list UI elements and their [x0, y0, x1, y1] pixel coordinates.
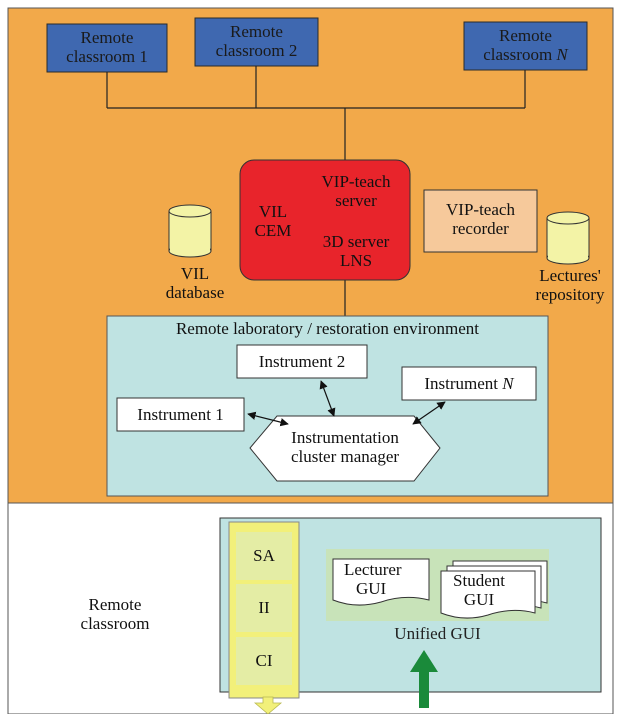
student-gui-line2: GUI	[463, 590, 495, 610]
server-bottom-line1: 3D server	[322, 232, 390, 251]
sidebar-item-ci: CI	[255, 651, 273, 670]
server-left-line2: CEM	[254, 221, 292, 241]
remote-classroom-n-line2-italic-n: N	[556, 45, 568, 65]
instrument-n-box	[401, 366, 537, 401]
vil-database-line2: database	[165, 283, 225, 303]
recorder-box	[423, 189, 538, 253]
server-top-label: VIP-teach server	[300, 172, 412, 210]
remote-classroom-2-line1: Remote	[230, 22, 283, 41]
yellow-down-arrow	[253, 696, 283, 714]
green-up-arrow-head	[410, 650, 438, 672]
recorder-label: VIP-teach recorder	[424, 200, 537, 238]
recorder-line2: recorder	[452, 219, 509, 239]
vil-database-line1: VIL	[180, 264, 210, 283]
lecturer-gui-doc	[332, 558, 430, 606]
student-gui-docs	[440, 560, 548, 619]
recorder-line1: VIP-teach	[446, 200, 515, 219]
instrument-n-label-italic-n: N	[502, 374, 514, 393]
top-connectors	[106, 66, 526, 316]
sidebar-item-ii: II	[258, 598, 270, 617]
remote-classroom-n-label: Remote classroom N	[464, 26, 587, 64]
repository-line2: repository	[535, 285, 605, 305]
sidebar-item-ii-box	[236, 584, 292, 632]
sidebar-item-sa: SA	[253, 546, 275, 565]
lecturer-gui-label: Lecturer GUI	[344, 560, 428, 598]
instrument-2-label: Instrument 2	[258, 352, 346, 371]
vil-database-label: VIL database	[155, 264, 235, 302]
instrument-2-box	[236, 344, 368, 379]
remote-classroom-2-box	[194, 17, 319, 67]
sidebar-item-ci-box	[236, 637, 292, 685]
vil-database-icon	[168, 204, 212, 258]
remote-classroom-2-line2: classroom 2	[215, 41, 298, 61]
sidebar-item-sa-box	[236, 532, 292, 580]
lecturer-gui-line2: GUI	[356, 579, 387, 599]
instrument-arrows	[247, 380, 446, 427]
instrument-1-box	[116, 397, 245, 432]
remote-classroom-section-label: Remote classroom	[60, 595, 170, 633]
cluster-manager-label: Instrumentation cluster manager	[250, 428, 440, 466]
repository-icon	[546, 211, 590, 265]
cluster-manager-line1: Instrumentation	[291, 428, 399, 447]
server-left-label: VIL CEM	[248, 202, 298, 240]
unified-gui-label: Unified GUI	[394, 624, 481, 643]
remote-classroom-n-line1: Remote	[499, 26, 552, 45]
remote-classroom-n-line2: classroom N	[483, 45, 568, 65]
remote-classroom-1-line2: classroom 1	[66, 47, 148, 67]
cluster-manager-line2: cluster manager	[290, 447, 400, 467]
remote-classroom-section-line2: classroom	[80, 614, 150, 634]
server-top-line1: VIP-teach	[321, 172, 391, 191]
server-box	[239, 159, 411, 281]
instrument-1-label: Instrument 1	[137, 405, 224, 424]
server-left-line1: VIL	[258, 202, 288, 221]
remote-classroom-1-label: Remote classroom 1	[47, 28, 167, 66]
repository-line1: Lectures'	[539, 266, 601, 285]
remote-classroom-n-box	[463, 21, 588, 71]
remote-classroom-1-line1: Remote	[80, 28, 134, 47]
repository-label: Lectures' repository	[522, 266, 618, 304]
lecturer-gui-line1: Lecturer	[344, 560, 402, 579]
instrument-n-label: Instrument N	[424, 374, 514, 393]
server-bottom-label: 3D server LNS	[300, 232, 412, 270]
student-gui-line1: Student	[453, 571, 505, 590]
server-top-line2: server	[335, 191, 377, 211]
lab-title: Remote laboratory / restoration environm…	[175, 319, 480, 338]
student-gui-label: Student GUI	[441, 571, 517, 609]
remote-classroom-2-label: Remote classroom 2	[195, 22, 318, 60]
remote-classroom-section-line1: Remote	[88, 595, 142, 614]
server-bottom-line2: LNS	[339, 251, 373, 271]
